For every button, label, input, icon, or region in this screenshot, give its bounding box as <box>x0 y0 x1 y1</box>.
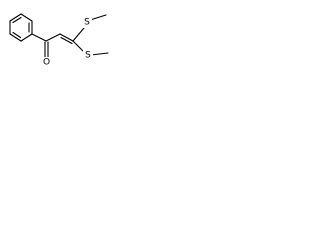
lower-sulfur-label: S <box>85 51 91 61</box>
chain-bonds <box>31 14 109 59</box>
ring-to-carbonyl-bond <box>31 33 47 42</box>
carbon-to-lower-sulfur-bond <box>72 40 85 53</box>
oxygen-label: O <box>43 58 50 68</box>
ring-bond-4 <box>20 33 33 42</box>
ring-double-bond-1 <box>12 16 22 24</box>
alkene-bond-a <box>59 33 74 42</box>
carbonyl-to-alkene-bond <box>45 33 61 42</box>
atom-labels: O S S <box>41 17 93 68</box>
molecule-structure: O S S <box>9 13 109 68</box>
alkene-bond-b <box>60 36 73 45</box>
upper-sulfur-methyl-bond <box>89 14 107 21</box>
carbon-to-upper-sulfur-bond <box>72 27 85 42</box>
ring-bond-5 <box>9 33 22 42</box>
ring-bond-2 <box>20 13 33 22</box>
lower-sulfur-methyl-bond <box>90 52 109 56</box>
ring-bond-1 <box>9 13 22 22</box>
benzene-ring <box>9 13 33 42</box>
ring-double-bond-3 <box>12 31 22 39</box>
upper-sulfur-label: S <box>84 18 90 28</box>
